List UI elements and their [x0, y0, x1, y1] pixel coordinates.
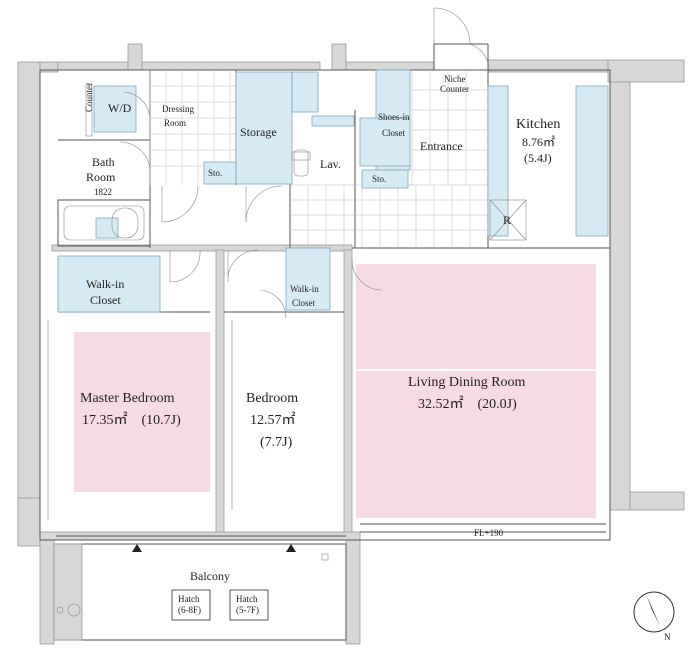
- living-room-floor: [356, 264, 596, 518]
- master-bedroom-area-label: 17.35㎡ (10.7J): [82, 412, 181, 428]
- lav-counter: [311, 115, 355, 127]
- wd-label: W/D: [108, 101, 132, 115]
- sto-left-box: [203, 161, 237, 185]
- toilet: [291, 149, 311, 177]
- north-label: N: [664, 632, 671, 642]
- room-floors: [74, 264, 596, 518]
- bath-room-label: Bath: [92, 155, 115, 169]
- walkin-left-label: Walk-in: [86, 277, 124, 291]
- bath-room-label-2: Room: [86, 170, 116, 184]
- bedroom-j-label: (7.7J): [260, 435, 293, 450]
- labels: Counter W/D Dressing Room Storage Sto. L…: [80, 74, 671, 642]
- living-dining-area-label: 32.52㎡ (20.0J): [418, 396, 517, 412]
- counter-left-label: Counter: [84, 83, 94, 112]
- balcony: [53, 543, 347, 641]
- refrigerator-space: [489, 199, 527, 241]
- fixtures: [57, 69, 609, 313]
- living-dining-label: Living Dining Room: [408, 375, 526, 390]
- balcony-label: Balcony: [190, 569, 230, 583]
- walkin-mid-label-2: Closet: [292, 298, 316, 308]
- sto-right-box: [361, 169, 409, 189]
- doors: [119, 7, 489, 319]
- kitchen-label: Kitchen: [516, 117, 560, 132]
- refrigerator-label: R: [503, 213, 511, 227]
- hatch-2-label: Hatch: [236, 594, 258, 604]
- windows: [47, 320, 606, 541]
- kitchen-area-label: 8.76㎡: [522, 135, 555, 149]
- master-bedroom-floor: [74, 332, 210, 492]
- storage-label: Storage: [240, 125, 277, 139]
- tiled-floor: [149, 70, 488, 248]
- walkin-closet-mid: [285, 247, 331, 311]
- sto-left-label: Sto.: [208, 168, 222, 178]
- dressing-room-label-2: Room: [164, 118, 186, 128]
- hatch-2-floors-label: (5-7F): [236, 605, 259, 615]
- bath-size-label: 1822: [94, 187, 112, 197]
- storage-closet: [235, 71, 293, 185]
- kitchen-j-label: (5.4J): [524, 151, 552, 165]
- niche-counter-label-2: Counter: [440, 84, 469, 94]
- kitchen-counter: [487, 85, 509, 237]
- walkin-mid-label: Walk-in: [290, 284, 319, 294]
- hatch-1: [171, 589, 211, 621]
- dressing-room-label: Dressing: [162, 104, 194, 114]
- kitchen-cooktop: [575, 85, 609, 237]
- outdoor-unit: [53, 543, 83, 641]
- entrance-label: Entrance: [420, 139, 463, 153]
- shoes-in-label: Shoes-in: [378, 112, 410, 122]
- walkin-closet-left: [57, 255, 161, 313]
- bedroom-area-label: 12.57㎡: [250, 412, 296, 428]
- niche-counter-label: Niche: [444, 74, 466, 84]
- bedroom-label: Bedroom: [246, 391, 298, 406]
- hatch-1-label: Hatch: [178, 594, 200, 604]
- north-arrow: [633, 591, 675, 633]
- washer-dryer: [93, 85, 137, 133]
- lav-label: Lav.: [320, 157, 341, 171]
- shoes-in-label-2: Closet: [382, 128, 406, 138]
- hatch-2: [229, 589, 269, 621]
- bathtub: [57, 199, 151, 247]
- sto-right-label: Sto.: [372, 174, 386, 184]
- walkin-left-label-2: Closet: [90, 293, 121, 307]
- hatch-1-floors-label: (6-8F): [178, 605, 201, 615]
- floor-level-label: FL+190: [474, 528, 504, 538]
- master-bedroom-label: Master Bedroom: [80, 391, 175, 406]
- outer-walls: [17, 43, 685, 645]
